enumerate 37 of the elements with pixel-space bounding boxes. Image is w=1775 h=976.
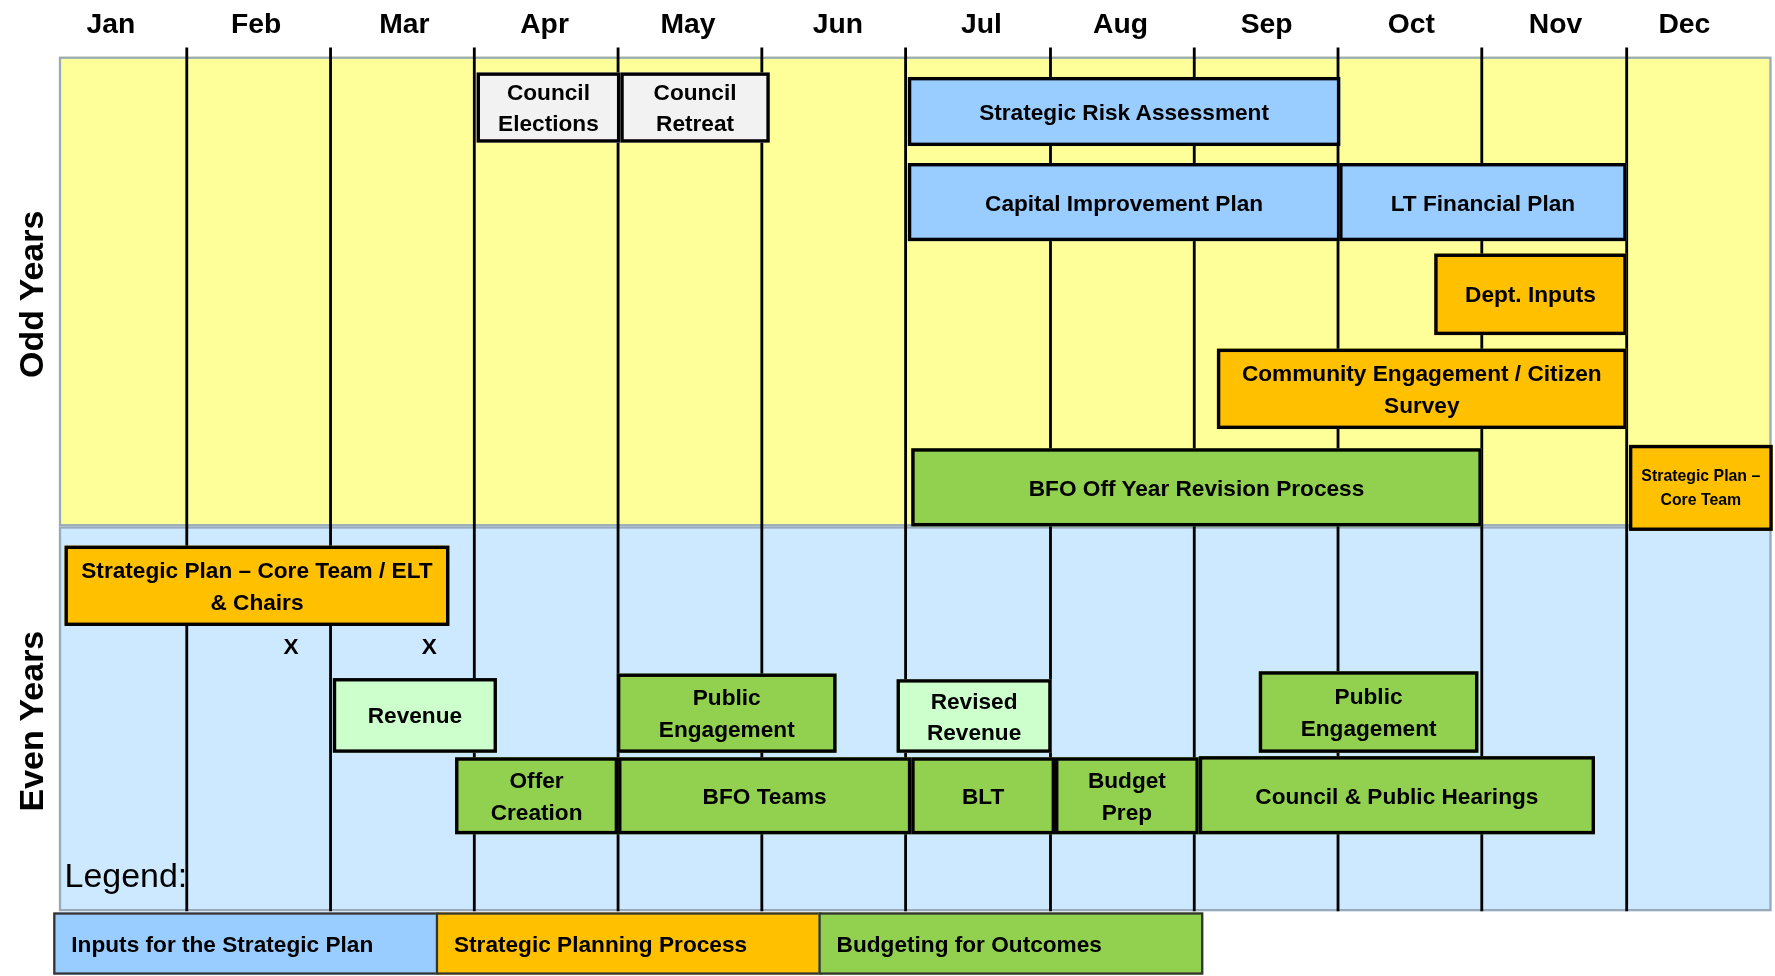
activity-bar: Offer Creation <box>455 757 619 835</box>
activity-bar: Strategic Plan – Core Team / ELT & Chairs <box>64 545 450 626</box>
legend-swatch: Budgeting for Outcomes <box>818 912 1204 975</box>
activity-bar: LT Financial Plan <box>1339 163 1627 242</box>
activity-bar: Council Retreat <box>620 72 770 143</box>
activity-bar: Council & Public Hearings <box>1198 756 1595 835</box>
month-label: Feb <box>230 6 282 40</box>
month-label: Oct <box>1387 6 1435 40</box>
month-label: Jul <box>961 6 1002 40</box>
x-mark: X <box>421 633 437 660</box>
month-label: Jun <box>812 6 864 40</box>
month-label: May <box>660 6 716 40</box>
legend-title: Legend: <box>64 856 188 896</box>
activity-bar: Public Engagement <box>1258 671 1479 753</box>
activity-bar: Community Engagement / Citizen Survey <box>1216 348 1627 430</box>
activity-bar: Revised Revenue <box>896 679 1052 753</box>
activity-bar: BFO Off Year Revision Process <box>911 448 1482 527</box>
activity-bar: Capital Improvement Plan <box>907 163 1341 242</box>
activity-bar: Strategic Risk Assessment <box>907 77 1341 147</box>
activity-bar: Revenue <box>332 678 497 753</box>
activity-bar: BLT <box>911 757 1055 835</box>
activity-bar: Budget Prep <box>1055 757 1199 835</box>
month-label: Nov <box>1528 6 1583 40</box>
month-label: Sep <box>1240 6 1293 40</box>
activity-bar: Council Elections <box>476 72 621 143</box>
month-label: Apr <box>520 6 569 40</box>
month-label: Dec <box>1658 6 1711 40</box>
band-label: Even Years <box>11 630 51 812</box>
x-mark: X <box>283 633 299 660</box>
activity-bar: Strategic Plan – Core Team <box>1628 444 1773 531</box>
activity-bar: Dept. Inputs <box>1434 253 1627 336</box>
month-label: Jan <box>86 6 136 40</box>
band-label: Odd Years <box>11 210 51 378</box>
activity-bar: BFO Teams <box>618 757 912 835</box>
activity-bar: Public Engagement <box>616 673 837 753</box>
month-label: Mar <box>379 6 430 40</box>
month-label: Aug <box>1092 6 1148 40</box>
